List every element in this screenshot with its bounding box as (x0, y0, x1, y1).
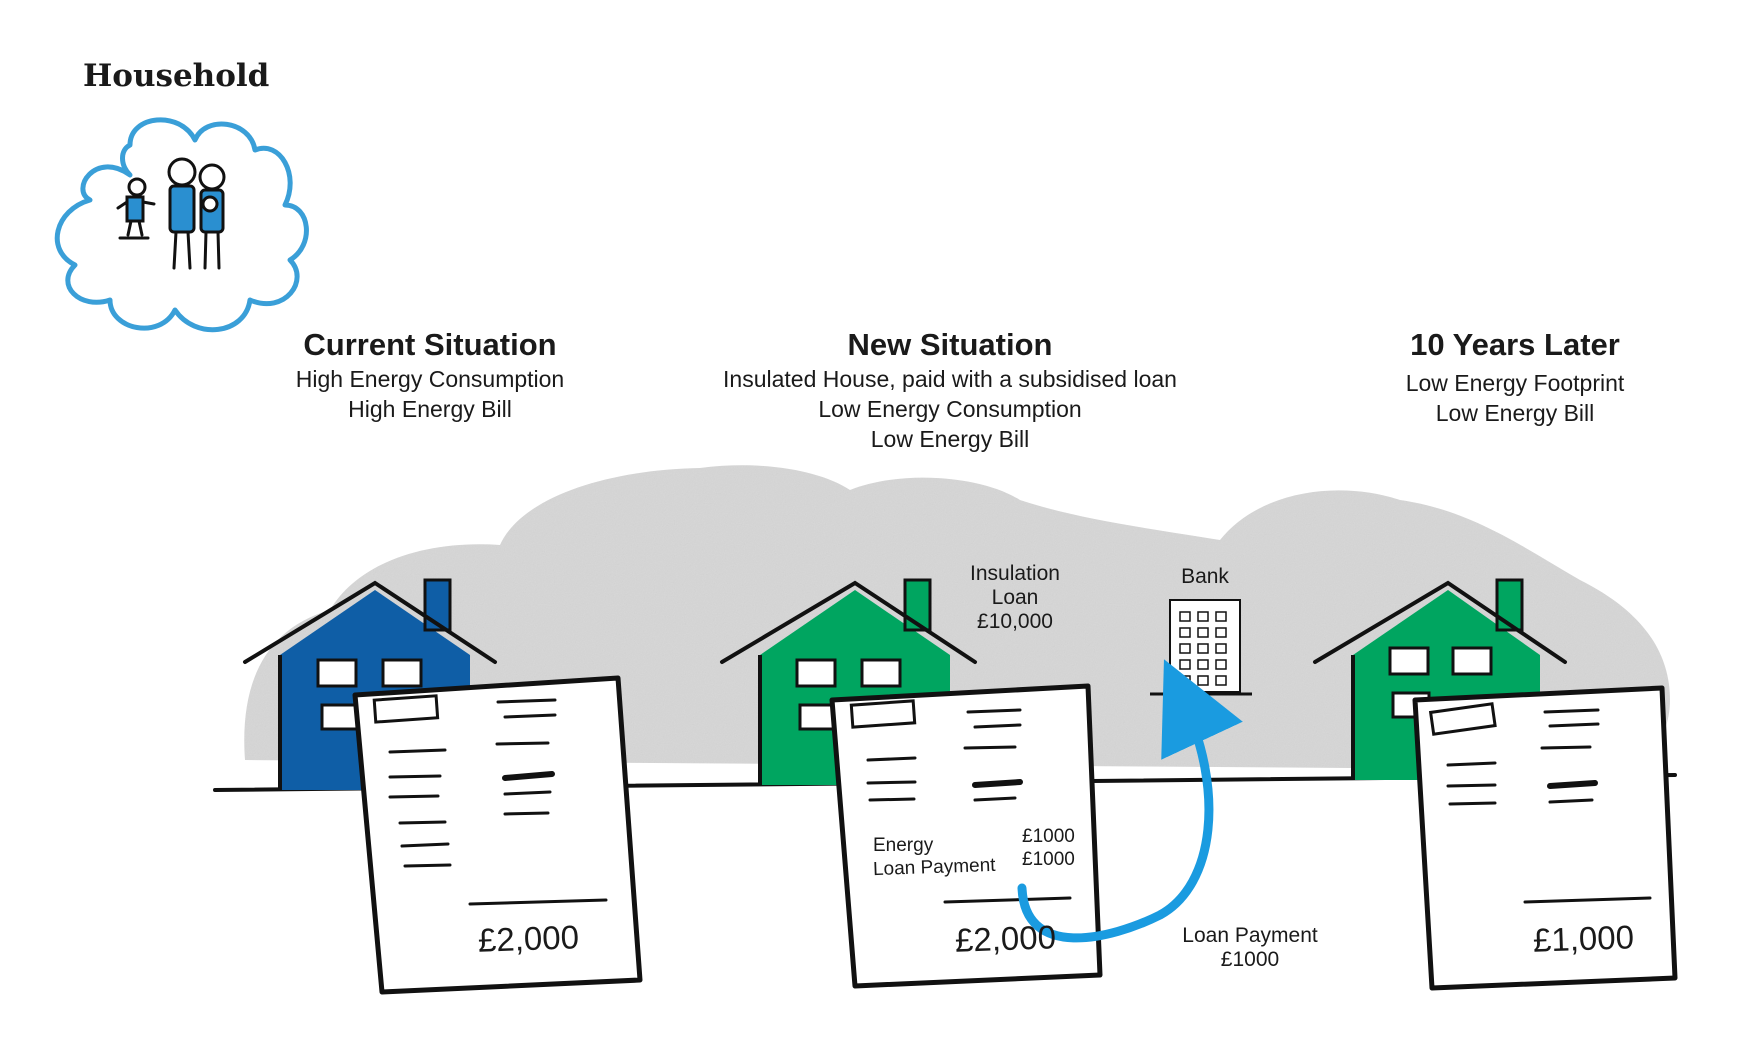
column-heading: Current Situation (303, 327, 557, 362)
column-line: Low Energy Footprint (1405, 370, 1625, 396)
label-line: Loan Payment (1182, 924, 1318, 947)
bill-new (829, 683, 1103, 989)
label-line: Insulation (970, 562, 1060, 585)
household-title: Household (83, 58, 270, 94)
bill-amount-loan: £1000 (1022, 849, 1075, 870)
column-heading: New Situation (847, 327, 1053, 362)
bill-current (352, 675, 643, 995)
column-later: 10 Years Later Low Energy Footprint Low … (1355, 326, 1675, 428)
column-heading: 10 Years Later (1410, 327, 1620, 362)
bill-amount-energy: £1000 (1022, 826, 1075, 847)
label-line: £1000 (1220, 948, 1280, 971)
insulation-loan-label: Insulation Loan £10,000 (950, 562, 1080, 634)
arrow-head (1165, 685, 1203, 723)
loan-payment-label: Loan Payment £1000 (1160, 924, 1340, 972)
loan-payment-arrow (1017, 659, 1243, 943)
label-line: Loan (991, 586, 1039, 609)
column-line: High Energy Bill (348, 396, 512, 422)
bill-later (1412, 685, 1678, 991)
bill-total-later: £1,000 (1532, 918, 1635, 959)
column-current: Current Situation High Energy Consumptio… (260, 326, 600, 424)
bill-total-new: £2,000 (954, 918, 1057, 959)
bill-item-loan-payment: Loan Payment (872, 854, 996, 881)
column-line: Low Energy Bill (1435, 400, 1595, 426)
column-line: Insulated House, paid with a subsidised … (723, 366, 1177, 392)
bank-label: Bank (1181, 565, 1229, 588)
bill-total-current: £2,000 (477, 918, 580, 959)
column-line: Low Energy Bill (870, 426, 1030, 452)
bill-item-energy: Energy (873, 835, 934, 856)
label-line: £10,000 (977, 610, 1053, 633)
column-line: High Energy Consumption (295, 366, 565, 392)
column-new: New Situation Insulated House, paid with… (680, 326, 1220, 454)
family-icon (116, 157, 226, 270)
column-line: Low Energy Consumption (818, 396, 1082, 422)
